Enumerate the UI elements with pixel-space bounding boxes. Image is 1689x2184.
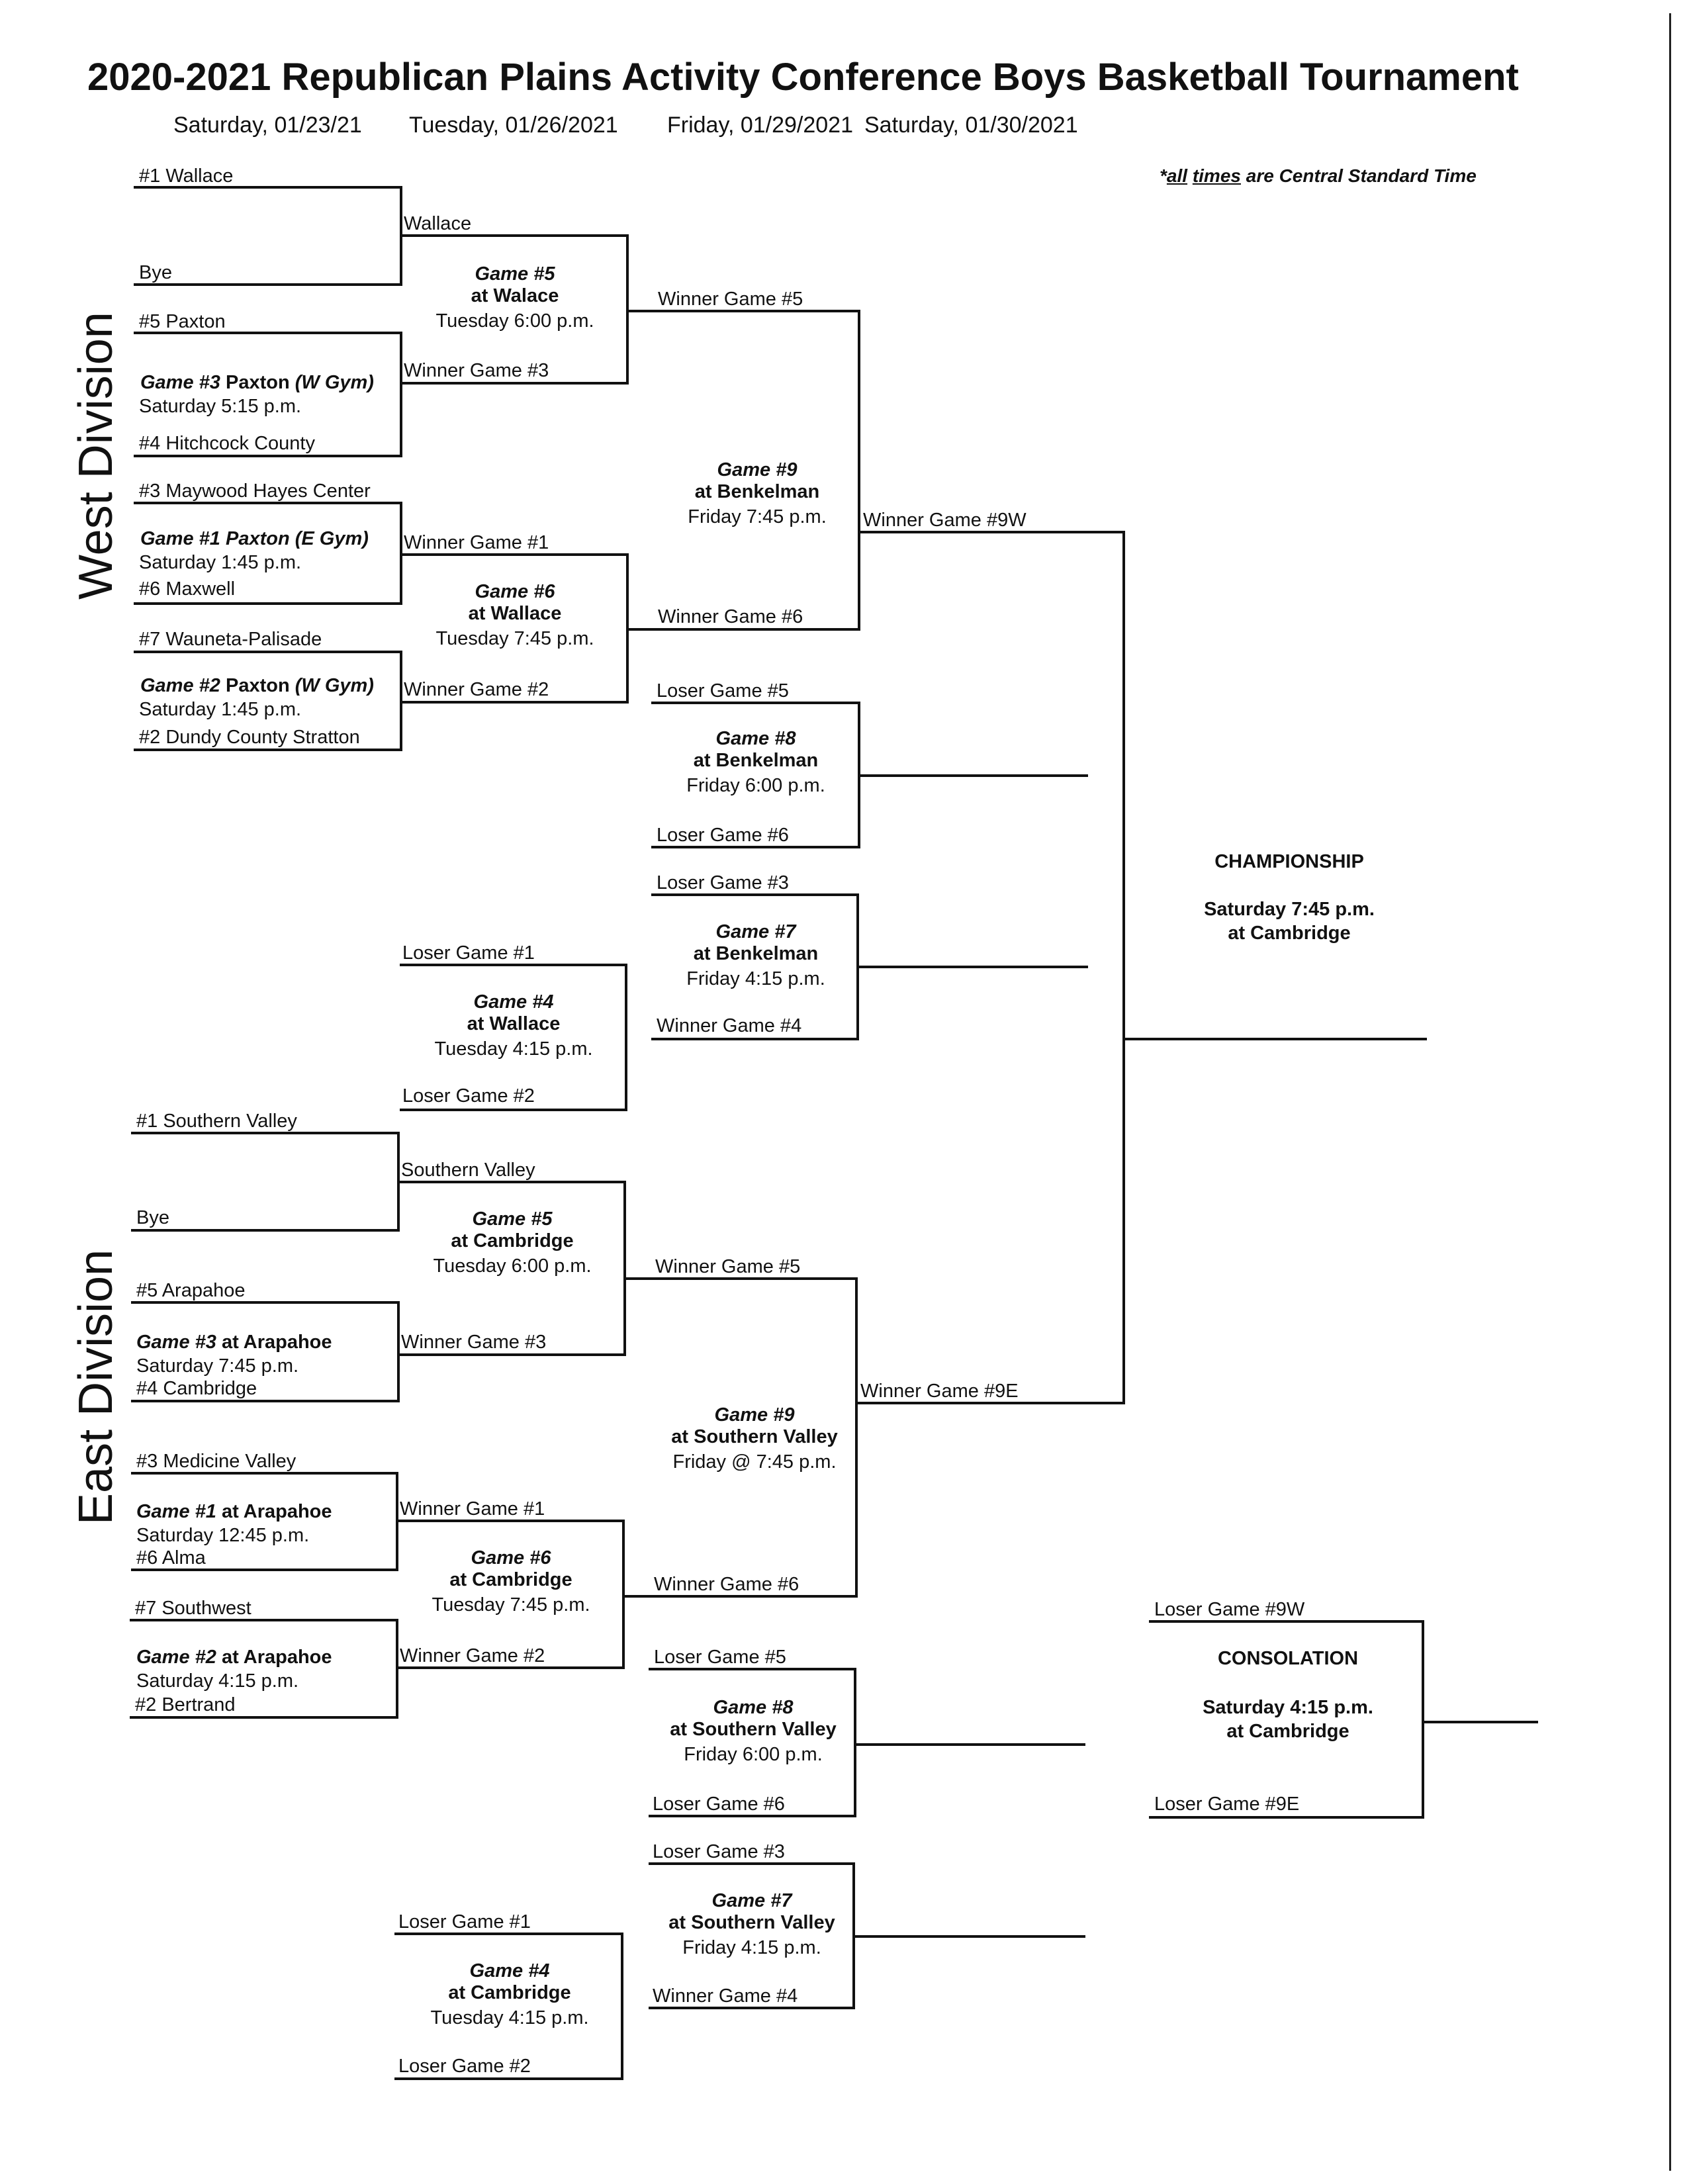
date-round-1: Saturday, 01/23/21 bbox=[173, 113, 362, 138]
advance-slot: Loser Game #5 bbox=[657, 680, 789, 702]
championship-label: CHAMPIONSHIP bbox=[1214, 851, 1364, 872]
advance-slot: Winner Game #4 bbox=[657, 1015, 802, 1036]
advance-slot: Loser Game #1 bbox=[398, 1911, 531, 1933]
bracket-consolation bbox=[1149, 1620, 1424, 1819]
advance-slot: Loser Game #1 bbox=[402, 942, 535, 964]
advance-slot: Wallace bbox=[404, 213, 472, 234]
bracket-r2-east-g5 bbox=[397, 1181, 626, 1356]
team-slot: #1 Wallace bbox=[139, 165, 234, 187]
game-time: Saturday 1:45 p.m. bbox=[139, 552, 302, 573]
championship-site: at Cambridge bbox=[1228, 923, 1351, 944]
advance-slot: Loser Game #6 bbox=[653, 1794, 785, 1815]
game-time: Saturday 4:15 p.m. bbox=[136, 1670, 299, 1692]
advance-slot: Loser Game #3 bbox=[653, 1841, 785, 1862]
advance-slot: Winner Game #1 bbox=[404, 532, 549, 553]
advance-slot: Southern Valley bbox=[401, 1160, 535, 1181]
team-slot: #7 Wauneta-Palisade bbox=[139, 629, 322, 650]
team-slot: #6 Maxwell bbox=[139, 578, 236, 600]
team-slot: #5 Arapahoe bbox=[136, 1280, 246, 1301]
advance-slot: Loser Game #2 bbox=[398, 2056, 531, 2077]
bracket-r3-east-g8 bbox=[649, 1668, 856, 1817]
consolation-time: Saturday 4:15 p.m. bbox=[1203, 1697, 1373, 1718]
advance-slot: Winner Game #6 bbox=[658, 606, 803, 627]
team-slot: #2 Bertrand bbox=[135, 1694, 236, 1715]
advance-slot: Winner Game #2 bbox=[400, 1645, 545, 1666]
date-round-4: Saturday, 01/30/2021 bbox=[864, 113, 1078, 138]
advance-slot: Loser Game #6 bbox=[657, 825, 789, 846]
team-slot: #4 Cambridge bbox=[136, 1378, 257, 1399]
bracket-r1-west-g3 bbox=[134, 332, 402, 457]
advance-slot: Winner Game #6 bbox=[654, 1574, 799, 1595]
advance-slot: Winner Game #1 bbox=[400, 1498, 545, 1520]
team-slot: Bye bbox=[136, 1207, 169, 1228]
game-label: Game #1 at Arapahoe bbox=[136, 1501, 332, 1522]
game-time: Saturday 12:45 p.m. bbox=[136, 1525, 310, 1546]
team-slot: #3 Medicine Valley bbox=[136, 1451, 297, 1472]
team-slot: #5 Paxton bbox=[139, 311, 226, 332]
game-label: Game #2 Paxton (W Gym) bbox=[140, 675, 374, 696]
consolation-top-slot: Loser Game #9W bbox=[1154, 1599, 1305, 1620]
team-slot: #1 Southern Valley bbox=[136, 1111, 297, 1132]
bracket-championship bbox=[858, 531, 1125, 1404]
game-time: Saturday 5:15 p.m. bbox=[139, 396, 302, 417]
time-zone-note: *all times are Central Standard Time bbox=[1160, 165, 1477, 186]
game-label: Game #1 Paxton (E Gym) bbox=[140, 528, 369, 549]
team-slot: #4 Hitchcock County bbox=[139, 433, 315, 454]
advance-slot: Winner Game #2 bbox=[404, 679, 549, 700]
advance-slot: Winner Game #5 bbox=[658, 289, 803, 310]
advance-slot: Winner Game #9W bbox=[863, 510, 1027, 531]
consolation-label: CONSOLATION bbox=[1217, 1648, 1359, 1669]
team-slot: #7 Southwest bbox=[135, 1598, 251, 1619]
consolation-bottom-slot: Loser Game #9E bbox=[1154, 1794, 1300, 1815]
championship-time: Saturday 7:45 p.m. bbox=[1204, 899, 1375, 920]
advance-slot: Loser Game #3 bbox=[657, 872, 789, 893]
game-label: Game #2 at Arapahoe bbox=[136, 1647, 332, 1668]
game-label: Game #3 Paxton (W Gym) bbox=[140, 372, 374, 393]
bracket-r2-west-g4 bbox=[400, 964, 627, 1111]
date-round-3: Friday, 01/29/2021 bbox=[667, 113, 853, 138]
west-division-label: West Division bbox=[69, 312, 122, 600]
advance-slot: Winner Game #4 bbox=[653, 1985, 798, 2007]
bracket-r2-west-g5 bbox=[400, 234, 629, 385]
bracket-r2-east-g6 bbox=[396, 1520, 625, 1669]
advance-slot: Loser Game #5 bbox=[654, 1647, 786, 1668]
page-title: 2020-2021 Republican Plains Activity Con… bbox=[87, 56, 1519, 99]
advance-slot: Loser Game #2 bbox=[402, 1085, 535, 1107]
advance-slot: Winner Game #3 bbox=[401, 1332, 547, 1353]
page-edge-rule bbox=[1669, 13, 1671, 2171]
team-slot: #2 Dundy County Stratton bbox=[139, 727, 360, 748]
bracket-r2-east-g4 bbox=[394, 1933, 623, 2080]
bracket-r1-east-g3 bbox=[131, 1301, 400, 1402]
bracket-r3-west-g9 bbox=[626, 310, 860, 631]
game-label: Game #3 at Arapahoe bbox=[136, 1332, 332, 1353]
team-slot: #6 Alma bbox=[136, 1547, 206, 1569]
bracket-r3-east-g9 bbox=[623, 1277, 858, 1598]
date-round-2: Tuesday, 01/26/2021 bbox=[409, 113, 618, 138]
east-division-label: East Division bbox=[69, 1249, 122, 1525]
team-slot: Bye bbox=[139, 262, 172, 283]
advance-slot: Winner Game #5 bbox=[655, 1256, 801, 1277]
advance-slot: Winner Game #3 bbox=[404, 360, 549, 381]
game-time: Saturday 1:45 p.m. bbox=[139, 699, 302, 720]
team-slot: #3 Maywood Hayes Center bbox=[139, 480, 371, 502]
advance-slot: Winner Game #9E bbox=[860, 1381, 1019, 1402]
consolation-site: at Cambridge bbox=[1226, 1721, 1349, 1742]
game-time: Saturday 7:45 p.m. bbox=[136, 1355, 299, 1377]
